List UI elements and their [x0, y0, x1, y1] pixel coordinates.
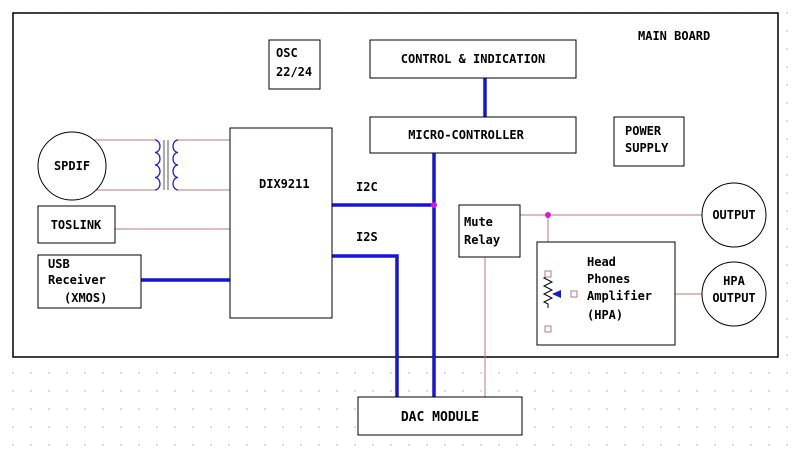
- power-supply-label-line2: SUPPLY: [625, 141, 669, 155]
- mute-relay-label-line2: Relay: [464, 233, 500, 247]
- micro-controller-label: MICRO-CONTROLLER: [408, 128, 524, 142]
- usb-label-line2: Receiver: [48, 273, 106, 287]
- output-label: OUTPUT: [712, 208, 755, 222]
- spdif-label: SPDIF: [54, 159, 90, 173]
- toslink-block: TOSLINK: [37, 205, 116, 244]
- control-indication-label: CONTROL & INDICATION: [401, 52, 546, 66]
- transformer-primary-coil: [154, 139, 161, 191]
- usb-label-line3: (XMOS): [64, 291, 107, 305]
- digital-buses: [141, 78, 487, 397]
- i2c-label: I2C: [356, 180, 378, 194]
- i2c-junction-dot: [431, 202, 437, 208]
- mute-relay-label-line1: Mute: [464, 215, 493, 229]
- micro-controller-block: MICRO-CONTROLLER: [369, 116, 577, 154]
- main-board-label: MAIN BOARD: [638, 29, 710, 43]
- potentiometer-top-terminal: [544, 270, 552, 278]
- potentiometer-wiper-arrow: [552, 290, 561, 298]
- dix9211-label: DIX9211: [259, 177, 310, 191]
- output-block: OUTPUT: [701, 182, 767, 248]
- potentiometer-bottom-terminal: [544, 325, 552, 333]
- i2s-bus: [332, 254, 399, 397]
- dix9211-block: DIX9211: [229, 127, 333, 319]
- mute-relay-block: Mute Relay: [458, 204, 521, 258]
- hpa-label-line3: Amplifier: [587, 289, 652, 303]
- potentiometer-symbol: [542, 270, 578, 333]
- transformer-secondary-coil: [172, 139, 179, 191]
- hpa-label-line2: Phones: [587, 272, 630, 286]
- osc-block: OSC 22/24: [268, 39, 321, 90]
- usb-label-line1: USB: [48, 257, 70, 271]
- dac-module-label: DAC MODULE: [401, 410, 479, 425]
- power-supply-label-line1: POWER: [625, 124, 662, 138]
- osc-label-line2: 22/24: [276, 65, 312, 79]
- hpa-output-block: HPA OUTPUT: [701, 261, 767, 327]
- potentiometer-wiper-terminal: [570, 290, 578, 298]
- control-indication-block: CONTROL & INDICATION: [369, 39, 577, 79]
- hpa-label-line4: (HPA): [587, 308, 623, 322]
- i2s-label: I2S: [356, 230, 378, 244]
- toslink-label: TOSLINK: [51, 218, 102, 232]
- hpa-output-label-line2: OUTPUT: [712, 291, 755, 305]
- power-supply-block: POWER SUPPLY: [613, 116, 685, 167]
- osc-label-line1: OSC: [276, 46, 298, 60]
- output-junction-dot: [545, 212, 551, 218]
- hpa-output-label-line1: HPA: [723, 274, 745, 288]
- hpa-label-line1: Head: [587, 255, 616, 269]
- dac-module-block: DAC MODULE: [357, 396, 523, 436]
- transformer-symbol: [154, 139, 179, 191]
- spdif-block: SPDIF: [37, 131, 107, 201]
- usb-receiver-block: USB Receiver (XMOS): [37, 254, 142, 309]
